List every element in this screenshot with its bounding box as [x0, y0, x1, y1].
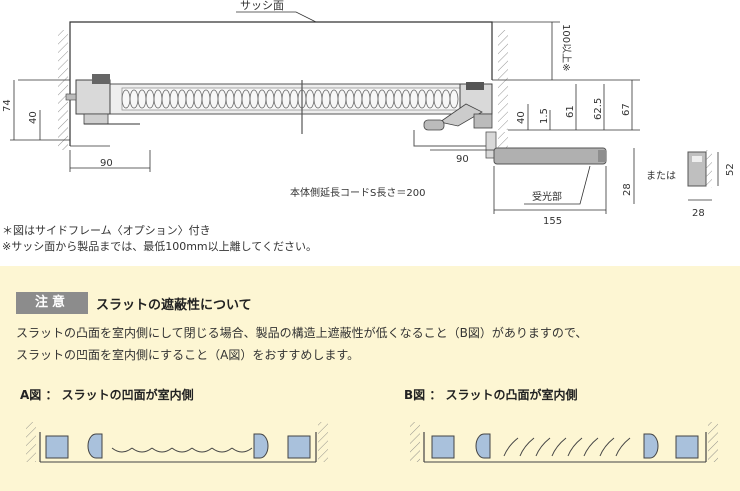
- window-frame: [18, 21, 640, 147]
- slat: [535, 437, 551, 457]
- dim-40-right: 40: [516, 111, 527, 124]
- slat: [211, 447, 233, 453]
- figure-b-title: B図 ： スラットの凸面が室内側: [404, 388, 578, 402]
- installation-diagram: サッシ面 100以上※ または: [2, 0, 736, 225]
- slat-figures: [26, 422, 718, 463]
- dim-90-right: 90: [456, 154, 469, 165]
- slat: [131, 447, 153, 453]
- slat: [599, 437, 615, 457]
- slat: [191, 447, 213, 453]
- figure-a: [26, 422, 328, 463]
- alternative-receiver: [687, 150, 712, 188]
- sash-label: サッシ面: [240, 0, 284, 12]
- slat: [615, 437, 631, 457]
- dim-52: 52: [725, 163, 736, 176]
- figure-b: [410, 422, 718, 463]
- caution-badge: 注意: [16, 292, 88, 314]
- dim-40-left: 40: [28, 111, 39, 124]
- headrail: [79, 83, 483, 115]
- slat: [519, 437, 535, 457]
- dim-28-receiver: 28: [622, 183, 633, 196]
- slat: [231, 447, 253, 453]
- dim-28-side: 28: [692, 208, 705, 219]
- dim-62-5: 62.5: [593, 98, 604, 120]
- motor-unit: [423, 82, 493, 131]
- dim-61: 61: [565, 105, 576, 118]
- caution-panel: 注意 スラットの遮蔽性について スラットの凸面を室内側にして閉じる場合、製品の構…: [0, 266, 740, 491]
- dim-90-left: 90: [100, 158, 113, 169]
- caution-body-2: スラットの凹面を室内側にすること（A図）をおすすめします。: [16, 348, 360, 362]
- coil-loop: [449, 89, 459, 109]
- slat: [551, 437, 567, 457]
- left-bracket: [65, 74, 140, 125]
- slat: [567, 437, 583, 457]
- slat: [583, 437, 599, 457]
- dim-67: 67: [621, 103, 632, 116]
- slat: [171, 447, 193, 453]
- caution-title: スラットの遮蔽性について: [96, 298, 252, 313]
- clearance-label: 100以上※: [560, 24, 572, 71]
- dim-155: 155: [543, 216, 562, 225]
- figure-a-title: A図 ： スラットの凹面が室内側: [20, 388, 194, 402]
- receiver-unit: [493, 147, 607, 165]
- note-side-frame: ＊図はサイドフレーム〈オプション〉付き: [2, 224, 211, 237]
- slat: [111, 447, 133, 453]
- slat: [151, 447, 173, 453]
- caution-body-1: スラットの凸面を室内側にして閉じる場合、製品の構造上遮蔽性が低くなること（B図）…: [16, 326, 588, 340]
- dim-74: 74: [2, 99, 13, 112]
- dim-1-5: 1.5: [539, 108, 550, 124]
- slat: [503, 437, 519, 457]
- or-label: または: [646, 170, 676, 182]
- cord-label: 本体側延長コードS長さ＝200: [290, 186, 425, 199]
- receiver-label: 受光部: [532, 190, 562, 203]
- note-clearance: ※サッシ面から製品までは、最低100mm以上離してください。: [2, 240, 317, 253]
